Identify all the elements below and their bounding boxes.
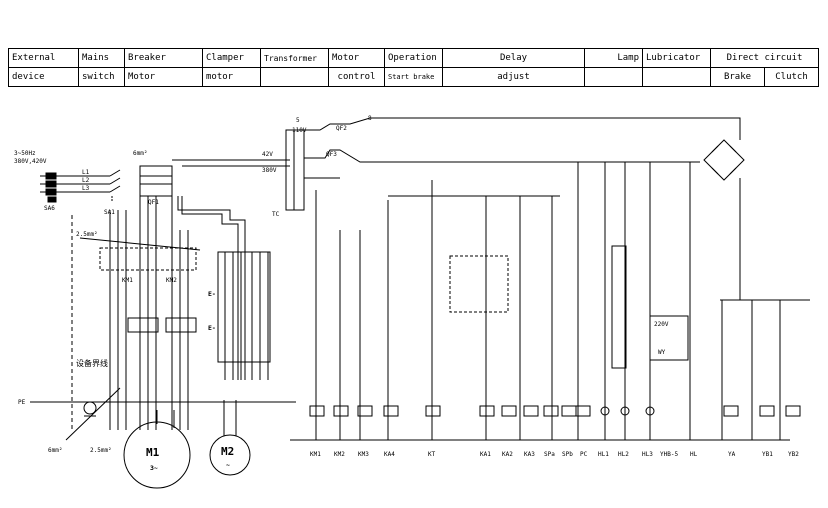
bottom-label: YB2	[788, 451, 799, 458]
bottom-label: SPb	[562, 451, 573, 458]
voltage-110v: 110V	[292, 127, 307, 134]
bottom-label: KT	[428, 451, 436, 458]
cable-2-5mm: 2.5mm²	[76, 231, 98, 238]
motor-m1-label: M1	[146, 446, 160, 459]
label-sa6: SA6	[44, 205, 55, 212]
bottom-label: PC	[580, 451, 588, 458]
label-km1: KM1	[122, 277, 133, 284]
header-cell: Clutch	[763, 67, 820, 87]
wire-8: 8	[368, 115, 372, 122]
motor-m2-phase: ~	[226, 461, 230, 469]
bottom-label: YHB-5	[660, 451, 678, 458]
boundary-label: 设备界线	[76, 358, 108, 368]
bottom-label: KM1	[310, 451, 321, 458]
label-e-km3a: E-	[208, 290, 216, 298]
label-km2: KM2	[166, 277, 177, 284]
header-row-2: device switch Motor motor control Start …	[8, 67, 820, 87]
label-tc: TC	[272, 211, 280, 218]
voltage-42v: 42V	[262, 151, 273, 158]
clamper-contactors	[217, 251, 271, 380]
phase-l1: L1	[82, 169, 90, 176]
bottom-label: HL3	[642, 451, 653, 458]
label-qf2: QF2	[336, 125, 347, 132]
bottom-label: KM3	[358, 451, 369, 458]
cable-2-5mm-pe: 2.5mm²	[90, 447, 112, 454]
voltage-380v: 380V	[262, 167, 277, 174]
header-table: External Mains Breaker Clamper Transform…	[8, 48, 820, 87]
header-cell: motor	[202, 67, 261, 87]
supply-label: 3~50Hz	[14, 150, 36, 157]
motor-m2-label: M2	[221, 445, 234, 458]
phase-l2: L2	[82, 177, 90, 184]
bottom-label: HL2	[618, 451, 629, 458]
header-cell: Start brake	[384, 67, 443, 87]
incoming-phases	[40, 172, 110, 203]
bottom-label: KA1	[480, 451, 491, 458]
bottom-label: YA	[728, 451, 736, 458]
rectifier-bridge	[703, 139, 745, 181]
bottom-label: KA3	[524, 451, 535, 458]
bottom-label: YB1	[762, 451, 773, 458]
header-cell: switch	[78, 67, 125, 87]
phase-l3: L3	[82, 185, 90, 192]
control-bus	[290, 117, 790, 441]
main-switch	[109, 169, 121, 202]
bottom-labels: KM1 KM2 KM3 KA4 KT KA1 KA2 KA3 SPa SPb P…	[310, 451, 799, 458]
header-cell: Brake	[710, 67, 765, 87]
bottom-label: KA4	[384, 451, 395, 458]
bottom-label: KA2	[502, 451, 513, 458]
label-qf3: QF3	[326, 151, 337, 158]
lubricator-unit: WY	[658, 349, 666, 356]
header-cell: device	[8, 67, 79, 87]
header-row-1: External Mains Breaker Clamper Transform…	[8, 48, 820, 68]
motor-m1	[123, 410, 191, 489]
cable-6mm-pe: 6mm²	[48, 447, 62, 454]
wire-5: 5	[296, 117, 300, 124]
pe-label: PE	[18, 399, 26, 406]
cable-6mm: 6mm²	[133, 150, 147, 157]
coil-row	[309, 405, 801, 417]
bottom-label: HL	[690, 451, 698, 458]
lubricator-voltage: 220V	[654, 321, 669, 328]
bottom-label: KM2	[334, 451, 345, 458]
supply-voltage: 380V,420V	[14, 158, 47, 165]
motor-m1-phase: 3~	[150, 464, 158, 472]
transformer-tc	[285, 129, 305, 211]
bottom-label: HL1	[598, 451, 609, 458]
label-qf1: QF1	[148, 199, 159, 206]
bottom-label: SPa	[544, 451, 555, 458]
breaker-qf1	[139, 165, 173, 197]
control-branches	[315, 162, 810, 440]
motor-m2	[209, 400, 251, 476]
label-e-km3b: E-	[208, 324, 216, 332]
power-conductors	[109, 196, 189, 430]
